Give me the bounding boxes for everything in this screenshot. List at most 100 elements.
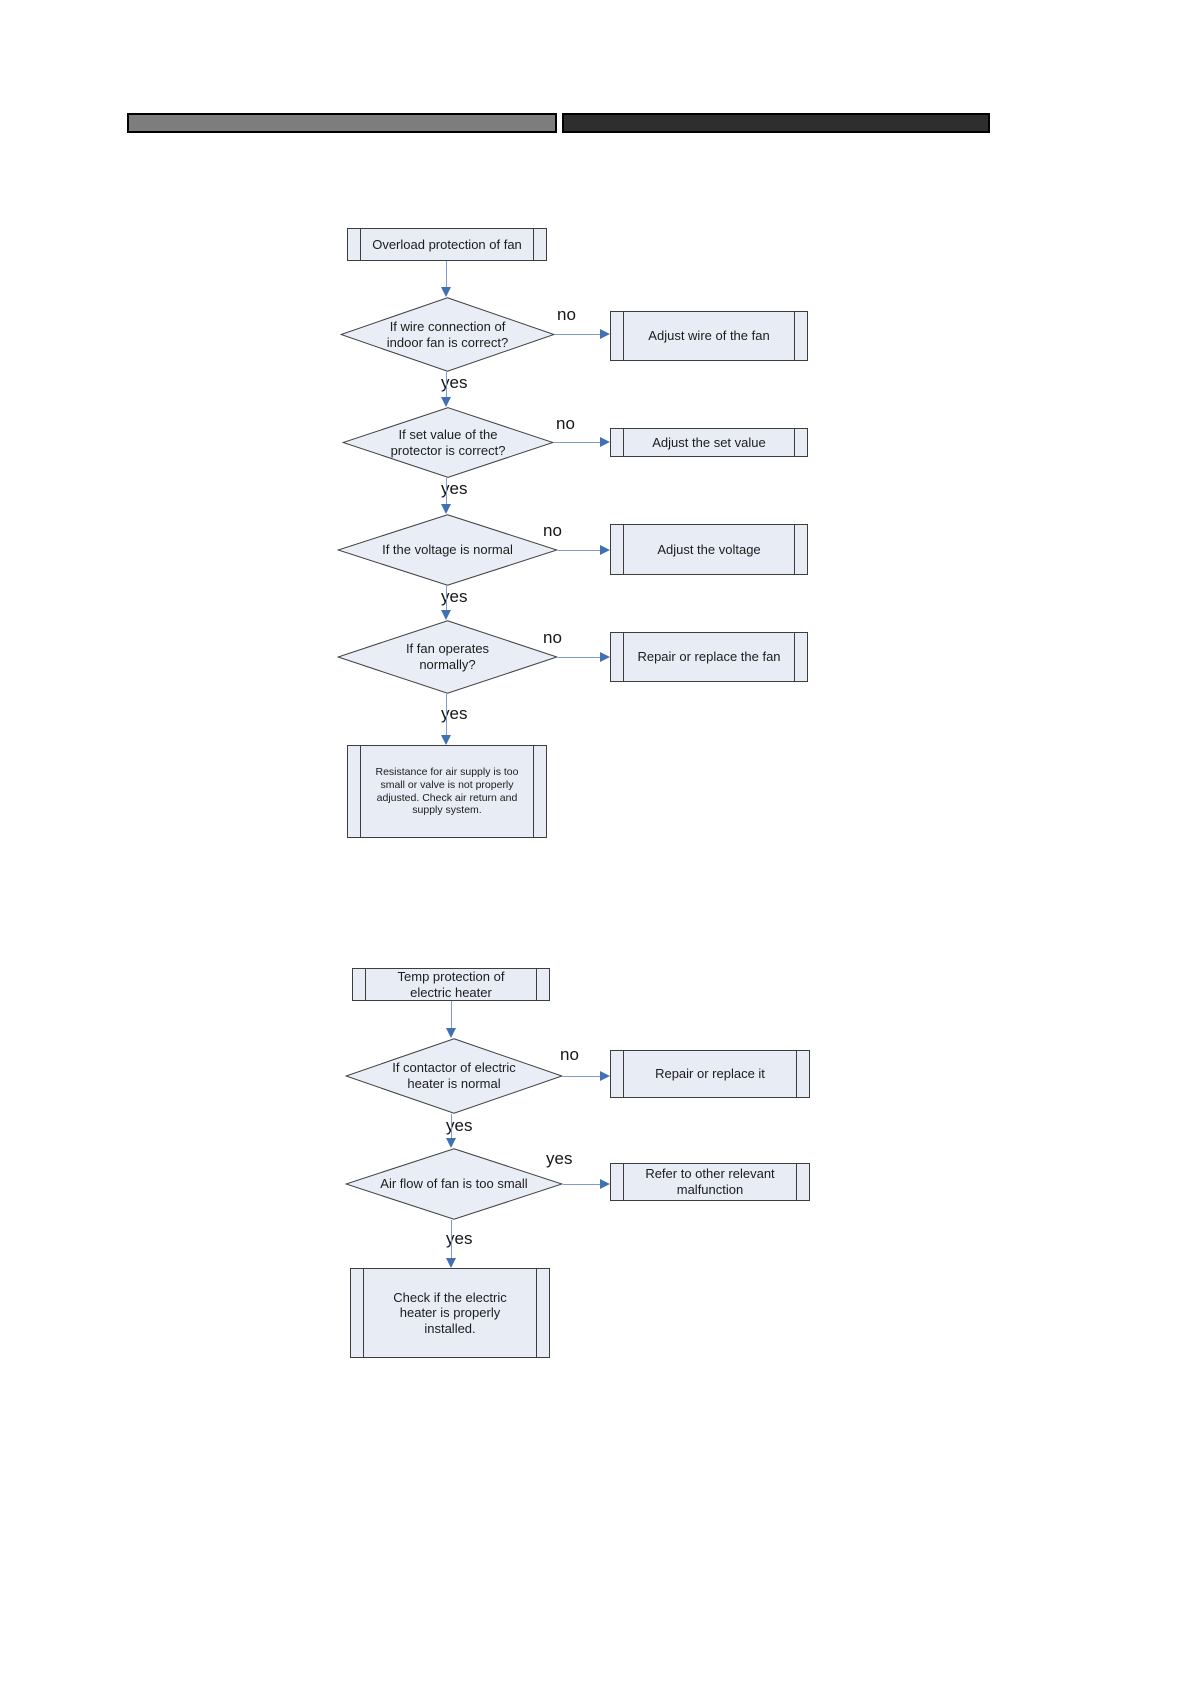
decision-set-value: If set value of the protector is correct…	[342, 407, 554, 478]
arrowhead-down-icon	[441, 397, 451, 407]
action-text: Adjust the set value	[652, 434, 766, 450]
connector-vline	[446, 586, 447, 610]
decision-text: If the voltage is normal	[382, 542, 513, 558]
connector-vline	[446, 372, 447, 397]
action-text: Adjust wire of the fan	[648, 328, 770, 344]
arrowhead-down-icon	[441, 504, 451, 514]
arrowhead-down-icon	[441, 287, 451, 297]
diamond-shape	[340, 297, 555, 372]
conclusion-text: Check if the electric heater is properly…	[393, 1289, 507, 1336]
decision-wire-connection: If wire connection of indoor fan is corr…	[340, 297, 555, 372]
arrowhead-right-icon	[600, 1179, 610, 1189]
connector-hline	[563, 1184, 600, 1185]
connector-vline	[451, 1220, 452, 1258]
pbox-left-bar	[623, 525, 624, 574]
arrowhead-down-icon	[441, 735, 451, 745]
diamond-shape	[345, 1148, 563, 1220]
decision-air-flow: Air flow of fan is too small	[345, 1148, 563, 1220]
arrowhead-down-icon	[446, 1028, 456, 1038]
branch-label-no: no	[560, 1045, 579, 1064]
pbox-left-bar	[623, 633, 624, 681]
connector-hline	[555, 334, 600, 335]
action-text: Repair or replace it	[655, 1066, 765, 1082]
action-repair-replace-fan: Repair or replace the fan	[610, 632, 808, 682]
action-repair-replace-it: Repair or replace it	[610, 1050, 810, 1098]
start-node-heater-text: Temp protection of electric heater	[397, 968, 505, 1000]
decision-fan-operates: If fan operates normally?	[337, 620, 558, 694]
conclusion-node-heater: Check if the electric heater is properly…	[350, 1268, 550, 1358]
diamond-shape	[342, 407, 554, 478]
action-adjust-wire: Adjust wire of the fan	[610, 311, 808, 361]
pbox-right-bar	[796, 1051, 797, 1097]
action-adjust-voltage: Adjust the voltage	[610, 524, 808, 575]
decision-text: If set value of the protector is correct…	[390, 426, 506, 458]
pbox-left-bar	[360, 746, 361, 837]
arrowhead-down-icon	[446, 1258, 456, 1268]
pbox-left-bar	[360, 229, 361, 260]
decision-text: If contactor of electric heater is norma…	[392, 1060, 516, 1091]
branch-label-yes: yes	[441, 587, 468, 606]
branch-label-yes: yes	[441, 479, 468, 498]
pbox-left-bar	[365, 969, 366, 1000]
connector-vline	[446, 694, 447, 735]
pbox-left-bar	[623, 429, 624, 456]
action-adjust-set-value: Adjust the set value	[610, 428, 808, 457]
arrowhead-right-icon	[600, 437, 610, 447]
arrowhead-down-icon	[446, 1138, 456, 1148]
pbox-right-bar	[794, 429, 795, 456]
branch-label-yes: yes	[441, 373, 468, 392]
decision-contactor: If contactor of electric heater is norma…	[345, 1038, 563, 1114]
arrowhead-right-icon	[600, 545, 610, 555]
branch-label-yes-right: yes	[546, 1149, 573, 1168]
conclusion-text: Resistance for air supply is too small o…	[375, 766, 519, 817]
pbox-right-bar	[536, 969, 537, 1000]
connector-hline	[563, 1076, 600, 1077]
arrowhead-down-icon	[441, 610, 451, 620]
decision-voltage: If the voltage is normal	[337, 514, 558, 586]
diamond-shape	[337, 514, 558, 586]
start-node-heater: Temp protection of electric heater	[352, 968, 550, 1001]
branch-label-yes: yes	[446, 1116, 473, 1135]
pbox-right-bar	[533, 229, 534, 260]
conclusion-node-fan: Resistance for air supply is too small o…	[347, 745, 547, 838]
action-refer-other-malfunction: Refer to other relevant malfunction	[610, 1163, 810, 1201]
connector-vline	[451, 1001, 452, 1028]
pbox-left-bar	[623, 1164, 624, 1200]
pbox-right-bar	[794, 312, 795, 360]
branch-label-no: no	[543, 628, 562, 647]
pbox-right-bar	[794, 525, 795, 574]
branch-label-no: no	[557, 305, 576, 324]
connector-vline	[446, 478, 447, 504]
branch-label-no: no	[543, 521, 562, 540]
connector-vline	[451, 1114, 452, 1138]
header-bar-left	[127, 113, 557, 133]
connector-hline	[558, 550, 600, 551]
action-text: Repair or replace the fan	[637, 649, 781, 665]
pbox-left-bar	[363, 1269, 364, 1357]
pbox-right-bar	[536, 1269, 537, 1357]
pbox-right-bar	[796, 1164, 797, 1200]
branch-label-yes: yes	[441, 704, 468, 723]
start-node-fan-text: Overload protection of fan	[372, 236, 522, 252]
decision-text: If fan operates normally?	[405, 641, 490, 672]
pbox-right-bar	[533, 746, 534, 837]
connector-hline	[558, 657, 600, 658]
header-bar-right	[562, 113, 990, 133]
pbox-left-bar	[623, 1051, 624, 1097]
branch-label-no: no	[556, 414, 575, 433]
connector-vline	[446, 261, 447, 287]
arrowhead-right-icon	[600, 1071, 610, 1081]
arrowhead-right-icon	[600, 329, 610, 339]
arrowhead-right-icon	[600, 652, 610, 662]
pbox-left-bar	[623, 312, 624, 360]
diamond-shape	[337, 620, 558, 694]
start-node-fan: Overload protection of fan	[347, 228, 547, 261]
action-text: Adjust the voltage	[657, 541, 761, 557]
branch-label-yes: yes	[446, 1229, 473, 1248]
decision-text: If wire connection of indoor fan is corr…	[386, 318, 509, 350]
connector-hline	[554, 442, 600, 443]
diamond-shape	[345, 1038, 563, 1114]
pbox-right-bar	[794, 633, 795, 681]
action-text: Refer to other relevant malfunction	[645, 1166, 775, 1197]
